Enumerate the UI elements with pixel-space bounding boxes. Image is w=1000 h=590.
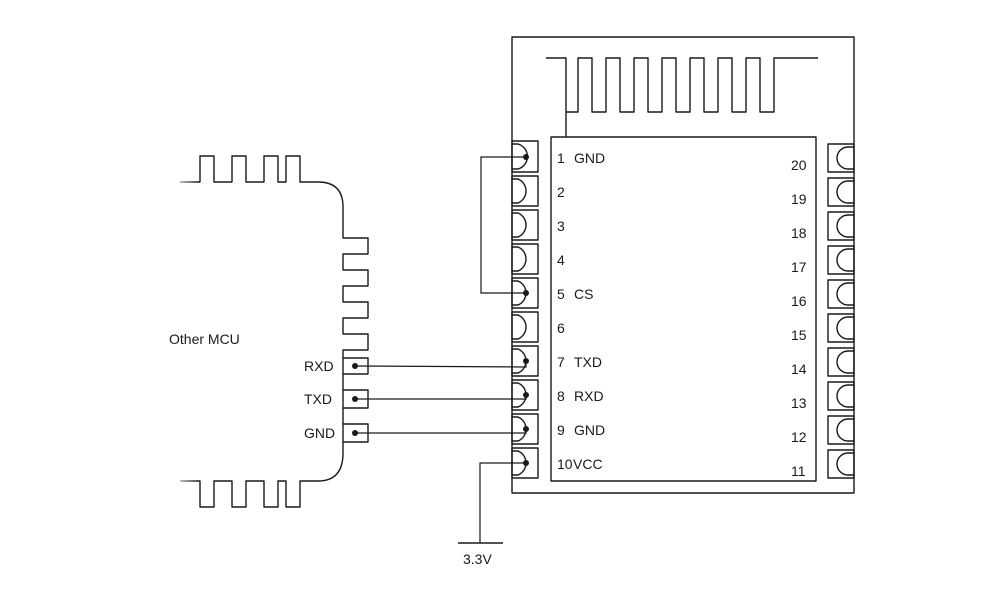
wire-rxd-to-txd: [354, 361, 527, 368]
mcu-pin-label-gnd: GND: [304, 425, 335, 441]
module-right-pad-19: [827, 177, 855, 207]
module-left-pad-2: [511, 175, 539, 207]
module-right-pad-12: [827, 415, 855, 445]
pin-name-9: GND: [574, 422, 605, 438]
mcu-pin-label-txd: TXD: [304, 391, 332, 407]
pin-name-1: GND: [574, 150, 605, 166]
module-pin-dots: [523, 154, 529, 466]
module-right-pad-17: [827, 245, 855, 275]
module-right-pad-14: [827, 347, 855, 377]
module-right-pad-20: [827, 143, 855, 173]
module-right-pad-16: [827, 279, 855, 309]
module-right-pad-18: [827, 211, 855, 241]
mcu-title: Other MCU: [169, 331, 240, 347]
pin-num-7: 7: [557, 354, 565, 370]
wires: [354, 156, 527, 544]
pin-num-17: 17: [791, 259, 807, 275]
pin-num-15: 15: [791, 327, 807, 343]
module-left-pad-4: [511, 243, 539, 275]
pin-num-13: 13: [791, 395, 807, 411]
pin-num-6: 6: [557, 320, 565, 336]
pin-name-7: TXD: [574, 354, 602, 370]
pcb-antenna: [546, 57, 818, 137]
mcu-board-outline: [168, 148, 369, 515]
pin-num-20: 20: [791, 157, 807, 173]
module-left-pad-6: [511, 311, 539, 343]
pin-name-5: CS: [574, 286, 593, 302]
pin-num-18: 18: [791, 225, 807, 241]
wire-txd-to-rxd: [355, 395, 527, 400]
pin-num-1: 1: [557, 150, 565, 166]
pin-num-12: 12: [791, 429, 807, 445]
pin-num-5: 5: [557, 286, 565, 302]
wire-gnd-to-gnd: [355, 429, 527, 434]
module-left-labels: 1 GND 2 3 4 5 CS 6 7 TXD 8 RXD 9 GND 10 …: [557, 150, 605, 472]
module-right-labels: 20 19 18 17 16 15 14 13 12 11: [791, 157, 807, 479]
pin-num-3: 3: [557, 218, 565, 234]
module-right-pad-13: [827, 381, 855, 411]
pin-num-19: 19: [791, 191, 807, 207]
module-right-pad-11: [827, 449, 855, 479]
pin-num-16: 16: [791, 293, 807, 309]
pin-num-8: 8: [557, 388, 565, 404]
supply-label: 3.3V: [463, 551, 492, 567]
module-right-pads: [827, 143, 855, 479]
module-right-pad-15: [827, 313, 855, 343]
mcu-pin-pads: [342, 357, 369, 443]
pin-num-14: 14: [791, 361, 807, 377]
pin-num-11: 11: [791, 463, 806, 479]
pin-name-8: RXD: [574, 388, 604, 404]
pin-num-9: 9: [557, 422, 565, 438]
module-shield: [550, 136, 817, 482]
wire-gnd-cs-jumper: [480, 156, 526, 294]
wire-vcc-to-supply: [479, 462, 526, 543]
pin-num-10: 10: [557, 456, 573, 472]
pin-name-10: VCC: [573, 456, 603, 472]
mcu-pin-label-rxd: RXD: [304, 358, 334, 374]
pin-num-2: 2: [557, 184, 565, 200]
module-left-pad-3: [511, 209, 539, 241]
pin-num-4: 4: [557, 252, 565, 268]
